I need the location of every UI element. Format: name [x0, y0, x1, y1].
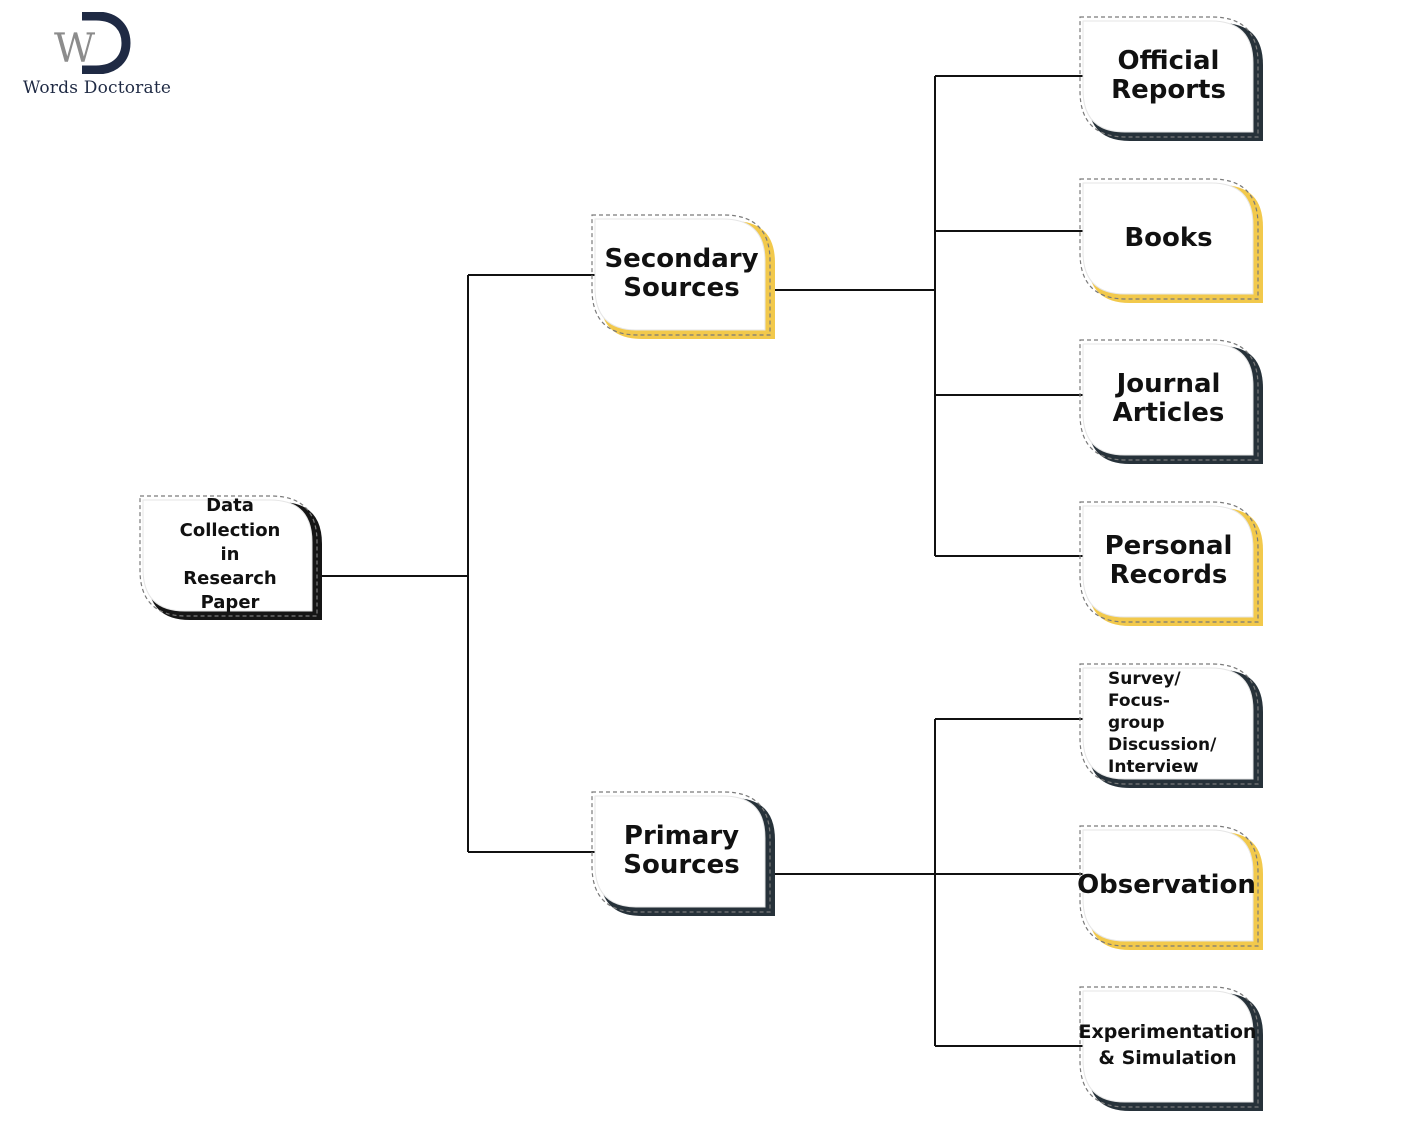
leaf-books-node: Books: [1079, 178, 1263, 303]
branch-secondary-sources-node-text: Secondary Sources: [604, 244, 759, 303]
leaf-books-node-text: Books: [1124, 222, 1213, 253]
branch-primary-sources-node-shape: [591, 791, 775, 916]
leaf-official-reports-node-dashed-outline: [1079, 16, 1259, 138]
leaf-survey-focus-group-discussion-interview-node-label: Survey/ Focus- group Discussion/ Intervi…: [1108, 669, 1247, 777]
leaf-survey-focus-group-discussion-interview-node-shape: [1079, 663, 1263, 788]
leaf-personal-records-node-dashed-outline: [1079, 501, 1259, 623]
logo-mark-icon: W: [54, 12, 131, 74]
leaf-journal-articles-node-card: [1082, 343, 1254, 456]
root-node: Data Collection in Research Paper: [139, 495, 322, 620]
leaf-personal-records-node-label: Personal Records: [1090, 510, 1247, 612]
logo-mark-left: W: [54, 26, 95, 72]
leaf-journal-articles-node-shape: [1079, 339, 1263, 464]
logo-name: Words Doctorate: [22, 78, 172, 98]
leaf-survey-focus-group-discussion-interview-node-dashed-outline: [1079, 663, 1259, 785]
leaf-observation-node: Observation: [1077, 825, 1263, 950]
branch-primary-sources-node-text: Primary Sources: [623, 821, 740, 880]
branch-secondary-sources-node-dashed-outline: [591, 214, 771, 336]
leaf-books-node-card: [1082, 182, 1254, 295]
root-node-shape: [139, 495, 322, 620]
leaf-personal-records-node: Personal Records: [1079, 501, 1263, 626]
leaf-journal-articles-node-dashed-outline: [1079, 339, 1259, 461]
leaf-survey-focus-group-discussion-interview-node-card: [1082, 667, 1254, 780]
leaf-observation-node-text: Observation: [1077, 869, 1256, 900]
logo: W Words Doctorate: [10, 8, 180, 98]
leaf-books-node-shape: [1079, 178, 1263, 303]
branch-secondary-sources-node-shape: [591, 214, 775, 339]
leaf-observation-node-label: Observation: [1077, 834, 1256, 936]
leaf-books-node-label: Books: [1090, 187, 1247, 289]
leaf-journal-articles-node-text: Journal Articles: [1112, 369, 1225, 428]
root-node-dashed-outline: [139, 495, 318, 617]
leaf-journal-articles-node-label: Journal Articles: [1090, 348, 1247, 450]
leaf-official-reports-node-label: Official Reports: [1090, 25, 1247, 127]
leaf-experimentation-simulation-node-dashed-outline: [1079, 986, 1259, 1108]
leaf-official-reports-node: Official Reports: [1079, 16, 1263, 141]
branch-primary-sources-node-dashed-outline: [591, 791, 771, 913]
leaf-official-reports-node-shape: [1079, 16, 1263, 141]
leaf-experimentation-simulation-node-label: Experimentation & Simulation: [1079, 995, 1257, 1097]
root-node-card: [142, 499, 313, 612]
leaf-personal-records-node-shape: [1079, 501, 1263, 626]
leaf-experimentation-simulation-node-shape: [1079, 986, 1263, 1111]
branch-secondary-sources-node-card: [594, 218, 766, 331]
branch-primary-sources-node-label: Primary Sources: [604, 800, 759, 902]
leaf-experimentation-simulation-node: Experimentation & Simulation: [1079, 986, 1263, 1111]
root-node-label: Data Collection in Research Paper: [154, 495, 306, 613]
leaf-survey-focus-group-discussion-interview-node: Survey/ Focus- group Discussion/ Intervi…: [1079, 663, 1263, 788]
leaf-observation-node-shape: [1079, 825, 1263, 950]
leaf-observation-node-dashed-outline: [1079, 825, 1259, 947]
root-node-text: Data Collection in Research Paper: [179, 495, 281, 614]
leaf-books-node-dashed-outline: [1079, 178, 1259, 300]
leaf-experimentation-simulation-node-text: Experimentation & Simulation: [1078, 1021, 1257, 1069]
leaf-journal-articles-node: Journal Articles: [1079, 339, 1263, 464]
branch-primary-sources-node: Primary Sources: [591, 791, 775, 916]
leaf-personal-records-node-card: [1082, 505, 1254, 618]
leaf-observation-node-card: [1082, 829, 1254, 942]
branch-primary-sources-node-card: [594, 795, 766, 908]
leaf-official-reports-node-text: Official Reports: [1111, 46, 1226, 105]
branch-secondary-sources-node: Secondary Sources: [591, 214, 775, 339]
leaf-official-reports-node-card: [1082, 20, 1254, 133]
branch-secondary-sources-node-label: Secondary Sources: [604, 223, 759, 325]
leaf-experimentation-simulation-node-card: [1082, 990, 1254, 1103]
leaf-personal-records-node-text: Personal Records: [1104, 531, 1233, 590]
leaf-survey-focus-group-discussion-interview-node-text: Survey/ Focus- group Discussion/ Intervi…: [1108, 668, 1217, 778]
